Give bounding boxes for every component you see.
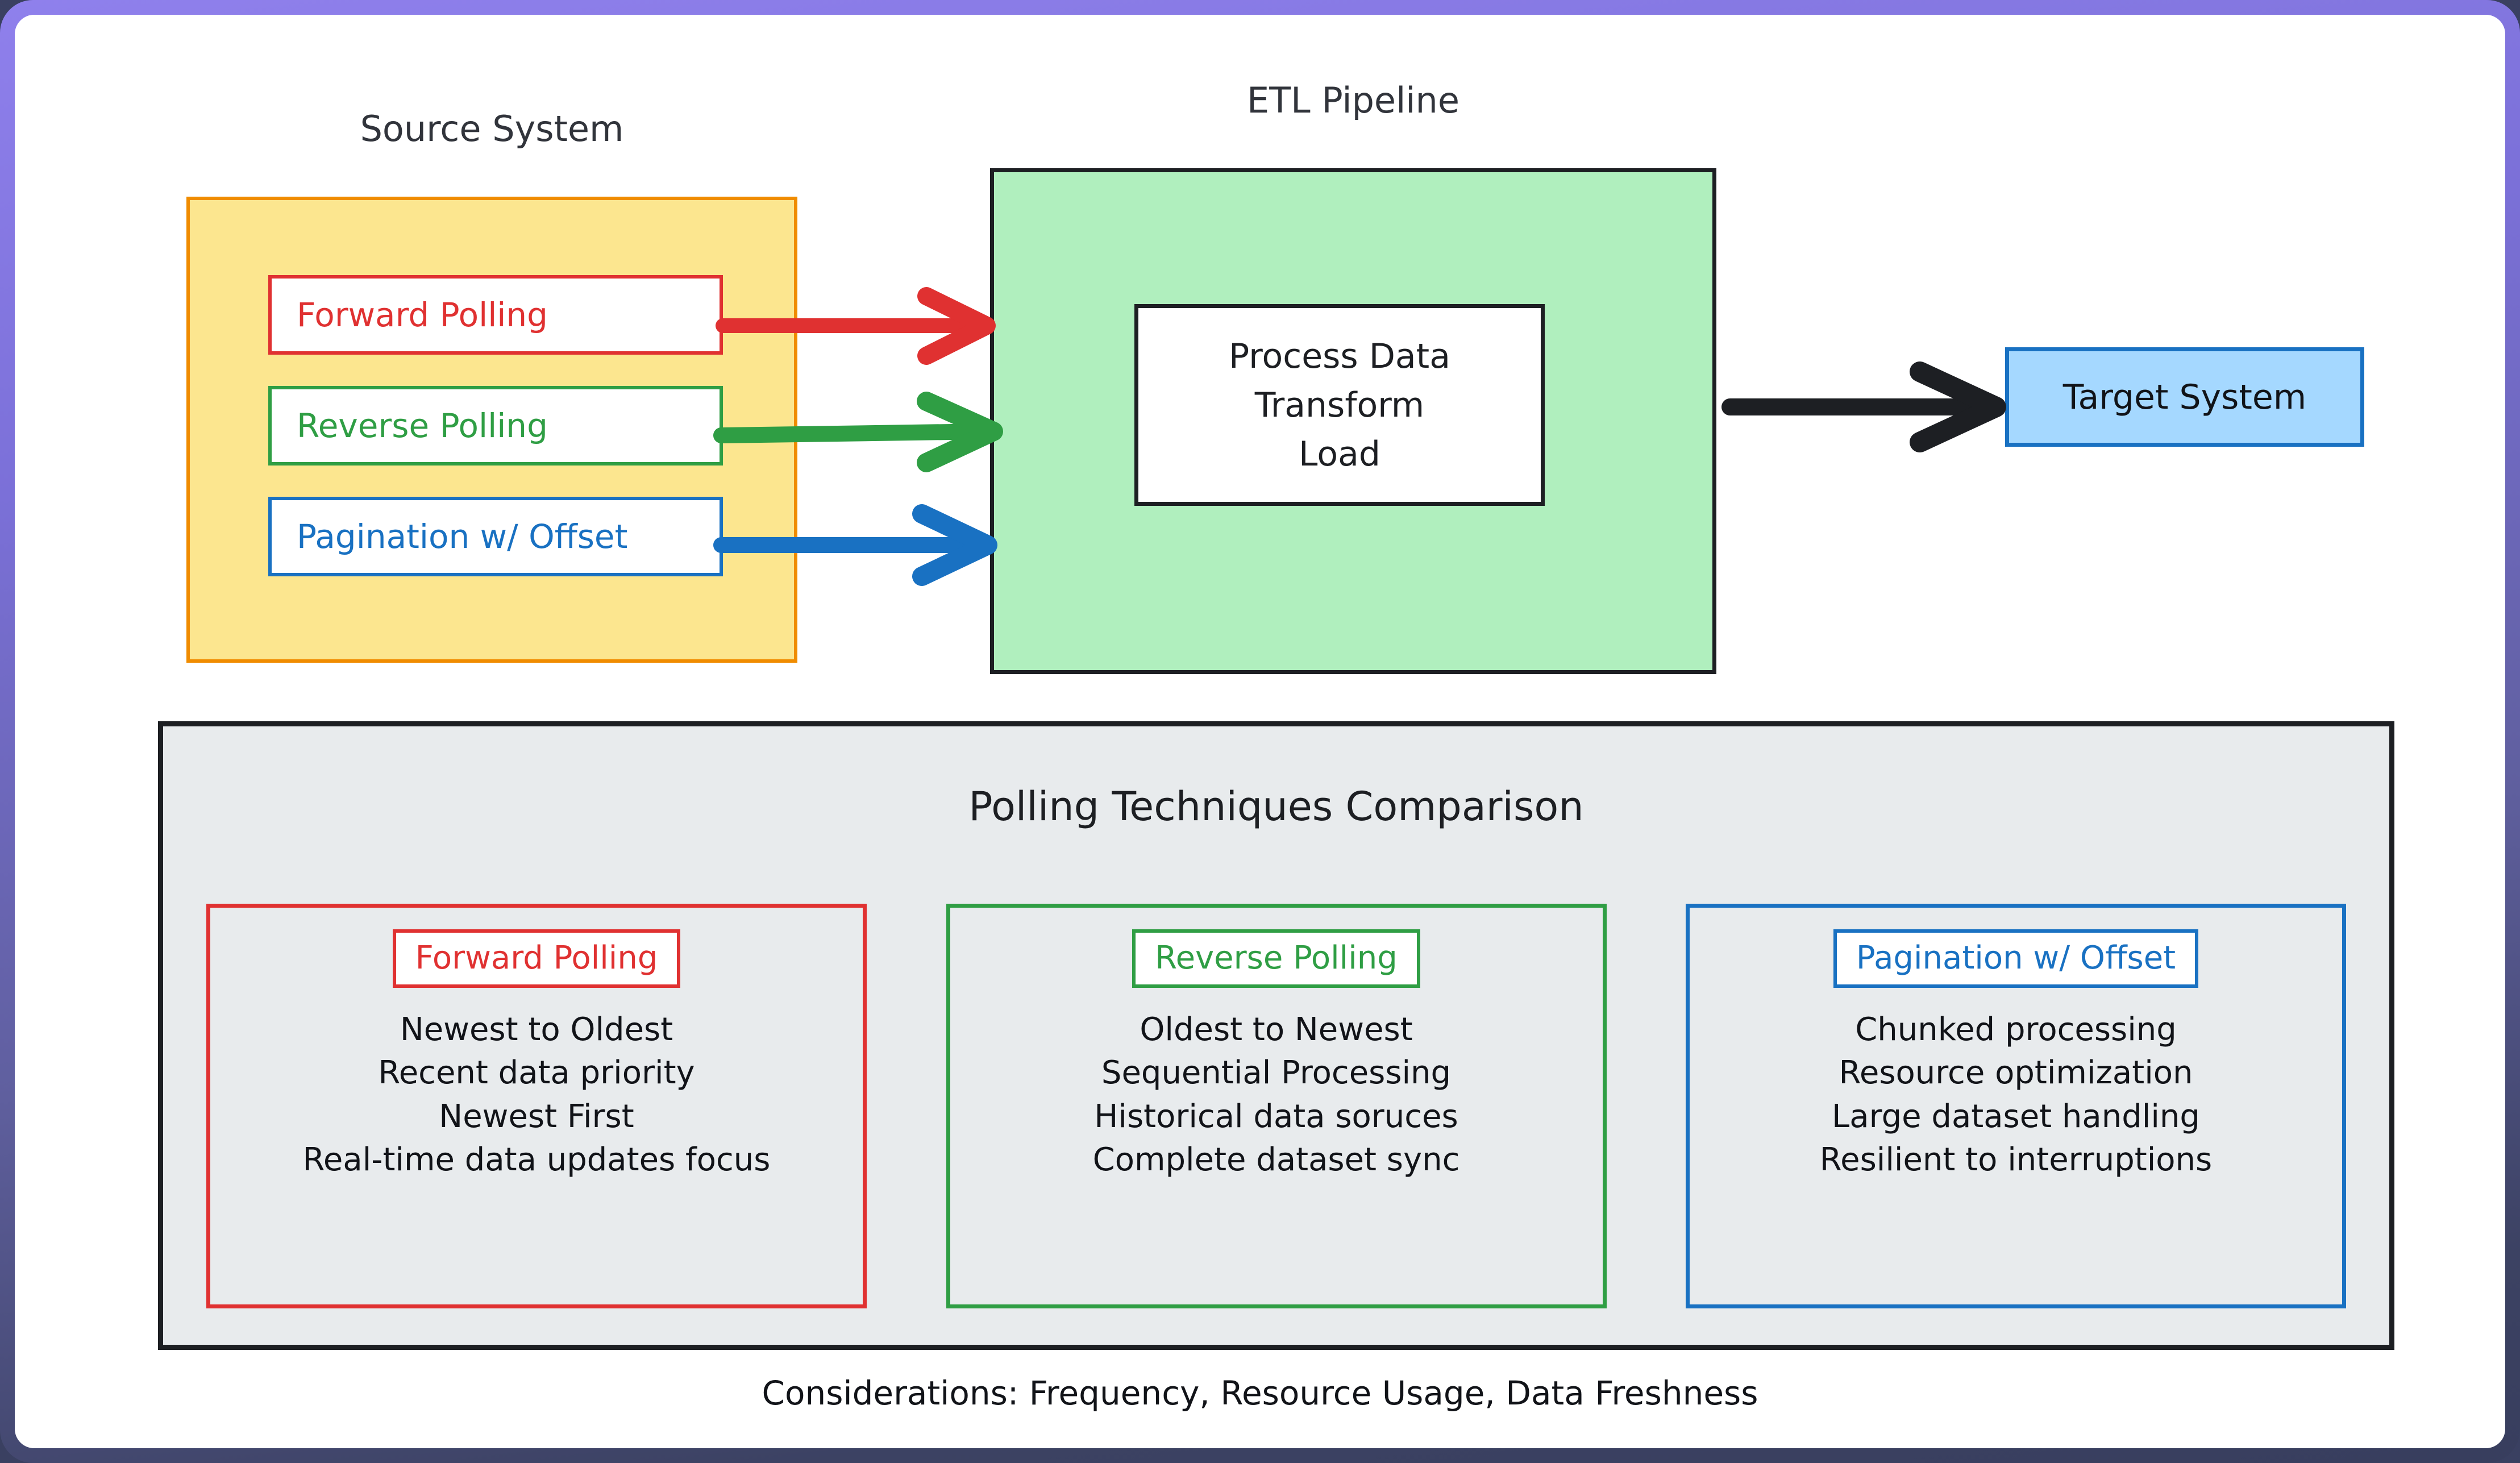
process-line-2: Transform xyxy=(1254,385,1425,425)
target-system-label: Target System xyxy=(2062,377,2307,417)
process-line-1: Process Data xyxy=(1229,336,1450,376)
source-item-reverse-polling[interactable]: Reverse Polling xyxy=(268,386,723,466)
comparison-card-heading: Forward Polling xyxy=(392,929,681,988)
process-data-box: Process Data Transform Load xyxy=(1134,304,1545,506)
process-line-3: Load xyxy=(1299,434,1380,474)
comparison-point: Historical data soruces xyxy=(1094,1098,1458,1135)
polling-comparison-panel: Polling Techniques Comparison Forward Po… xyxy=(158,721,2394,1350)
comparison-point: Resource optimization xyxy=(1839,1054,2193,1092)
comparison-card-heading: Reverse Polling xyxy=(1132,929,1420,988)
source-item-label: Pagination w/ Offset xyxy=(297,517,628,556)
comparison-point: Real-time data updates focus xyxy=(302,1141,771,1179)
arrow-etl-to-target-system xyxy=(1721,361,2006,452)
comparison-card-points: Chunked processing Resource optimization… xyxy=(1819,1011,2213,1179)
source-item-forward-polling[interactable]: Forward Polling xyxy=(268,275,723,355)
comparison-cards-row: Forward Polling Newest to Oldest Recent … xyxy=(206,904,2346,1308)
source-item-label: Reverse Polling xyxy=(297,406,548,445)
comparison-point: Oldest to Newest xyxy=(1140,1011,1413,1048)
comparison-point: Recent data priority xyxy=(378,1054,695,1092)
comparison-point: Chunked processing xyxy=(1855,1011,2177,1048)
comparison-card-forward-polling[interactable]: Forward Polling Newest to Oldest Recent … xyxy=(206,904,867,1308)
considerations-footer: Considerations: Frequency, Resource Usag… xyxy=(762,1374,1758,1412)
comparison-card-heading: Pagination w/ Offset xyxy=(1833,929,2199,988)
target-system-box[interactable]: Target System xyxy=(2005,347,2364,447)
comparison-card-points: Oldest to Newest Sequential Processing H… xyxy=(1092,1011,1460,1179)
source-item-label: Forward Polling xyxy=(297,296,548,334)
comparison-panel-title: Polling Techniques Comparison xyxy=(968,783,1584,830)
comparison-card-points: Newest to Oldest Recent data priority Ne… xyxy=(302,1011,771,1179)
comparison-card-pagination-with-offset[interactable]: Pagination w/ Offset Chunked processing … xyxy=(1686,904,2346,1308)
diagram-canvas: Source System Forward Polling Reverse Po… xyxy=(15,15,2505,1448)
source-system-container: Forward Polling Reverse Polling Paginati… xyxy=(186,197,797,663)
etl-pipeline-title: ETL Pipeline xyxy=(1247,80,1459,121)
comparison-point: Newest to Oldest xyxy=(400,1011,673,1048)
comparison-point: Resilient to interruptions xyxy=(1819,1141,2213,1179)
etl-pipeline-container: Process Data Transform Load xyxy=(990,168,1716,674)
comparison-point: Large dataset handling xyxy=(1832,1098,2200,1135)
comparison-card-reverse-polling[interactable]: Reverse Polling Oldest to Newest Sequent… xyxy=(946,904,1607,1308)
comparison-point: Complete dataset sync xyxy=(1092,1141,1460,1179)
source-item-pagination-with-offset[interactable]: Pagination w/ Offset xyxy=(268,497,723,576)
source-system-title: Source System xyxy=(360,108,624,149)
comparison-point: Newest First xyxy=(439,1098,634,1135)
comparison-point: Sequential Processing xyxy=(1101,1054,1452,1092)
